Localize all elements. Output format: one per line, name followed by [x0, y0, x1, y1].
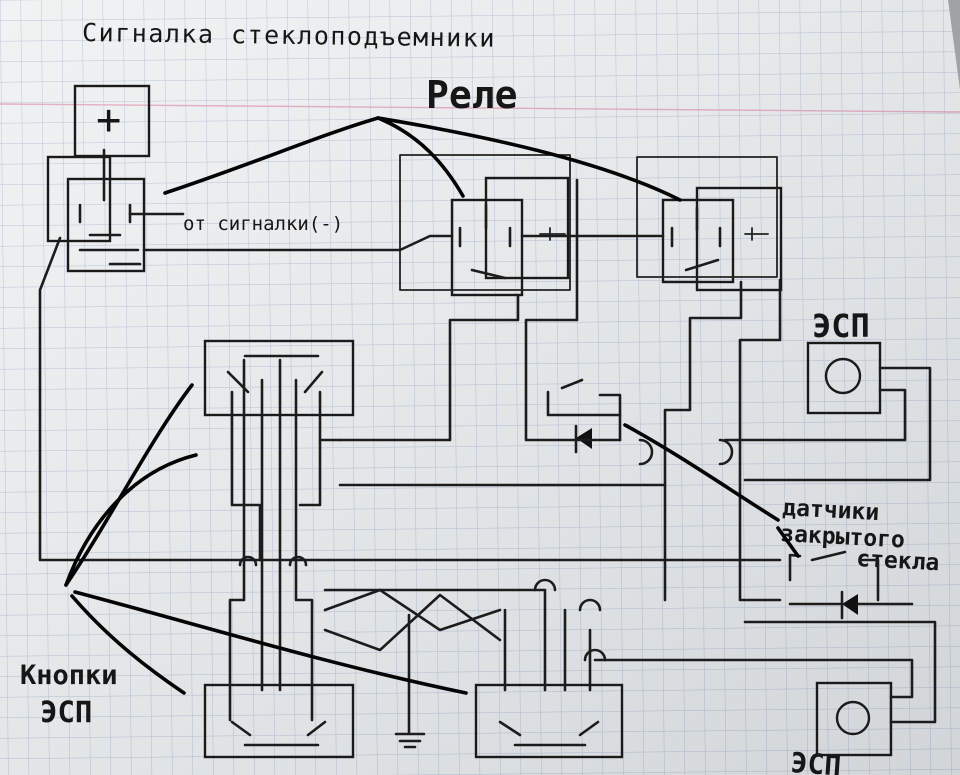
label-pointers	[64, 116, 800, 695]
power-plus-box	[73, 84, 151, 158]
sensors-label-line1: датчики	[782, 495, 880, 526]
relays-label: Реле	[426, 73, 518, 117]
buttons-label-line2: ЭСП	[40, 695, 92, 729]
page-title: Сигналка стеклоподъемники	[82, 18, 496, 53]
buttons-label-line1: Кнопки	[20, 660, 118, 691]
wiring	[38, 178, 914, 722]
esp-top-label: ЭСП	[812, 307, 870, 345]
esp-motor-bottom	[593, 620, 937, 757]
from-alarm-label: от сигналки(-)	[183, 213, 343, 235]
ground-symbol	[394, 613, 426, 749]
button-block-bottom-right	[474, 683, 624, 759]
esp-motor-top	[723, 341, 932, 482]
relay-2	[636, 156, 783, 292]
relay-1	[399, 154, 571, 297]
plus-symbol: +	[96, 95, 121, 144]
